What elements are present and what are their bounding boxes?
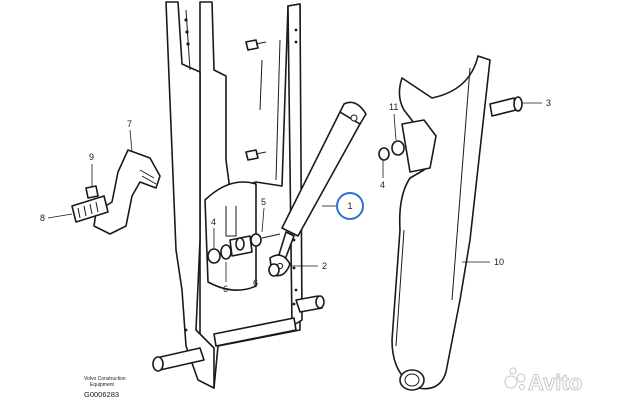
fastener-stack-left [207,233,281,277]
callout-2: 2 [322,261,327,271]
drawing-caption: Volvo Construction Equipment G0006283 [84,376,126,399]
nut-left [207,248,221,264]
bolt-3 [489,97,517,117]
callout-7: 7 [127,119,132,129]
callout-6-right: 6 [253,278,258,288]
callout-labels: 1 2 3 4 4 5 6 6 7 8 9 10 11 [40,98,551,294]
washer-right [250,233,262,247]
callout-1: 1 [347,201,352,211]
caption-company-line1: Volvo Construction [84,376,126,382]
arm-assembly [378,55,523,391]
callout-6-left: 6 [223,284,228,294]
callout-8: 8 [40,213,45,223]
cross-tube [213,317,297,347]
bracket-washer [391,140,405,156]
plate-bolt-mid [245,149,259,161]
callout-4-left: 4 [211,217,216,227]
callout-1-highlight [336,192,364,220]
callout-5: 5 [261,197,266,207]
caption-company-line2: Equipment [90,382,115,388]
arm-bracket [401,119,437,173]
bracket-nut [378,147,390,161]
callout-3: 3 [546,98,551,108]
frame-assembly [152,1,325,389]
callout-4-right: 4 [380,180,385,190]
callout-11: 11 [389,102,398,112]
plate-bolt-top [245,39,259,51]
pedal-pad [71,195,109,223]
leader-lines [47,102,542,282]
watermark-text: Avito [528,370,582,395]
callout-9: 9 [89,152,94,162]
lever-bolt [85,185,99,199]
watermark: Avito [504,367,583,396]
callout-10: 10 [494,257,504,267]
drawing-code: G0006283 [84,390,119,399]
watermark-logo-icon [504,367,526,390]
arm-body [391,55,491,390]
washer-left [220,244,232,260]
frame-front-plate [165,1,215,389]
lever-assembly [71,149,161,235]
lever-arm [93,149,161,235]
gas-spring-eye-top [339,101,367,125]
washer-bottom [268,263,280,277]
